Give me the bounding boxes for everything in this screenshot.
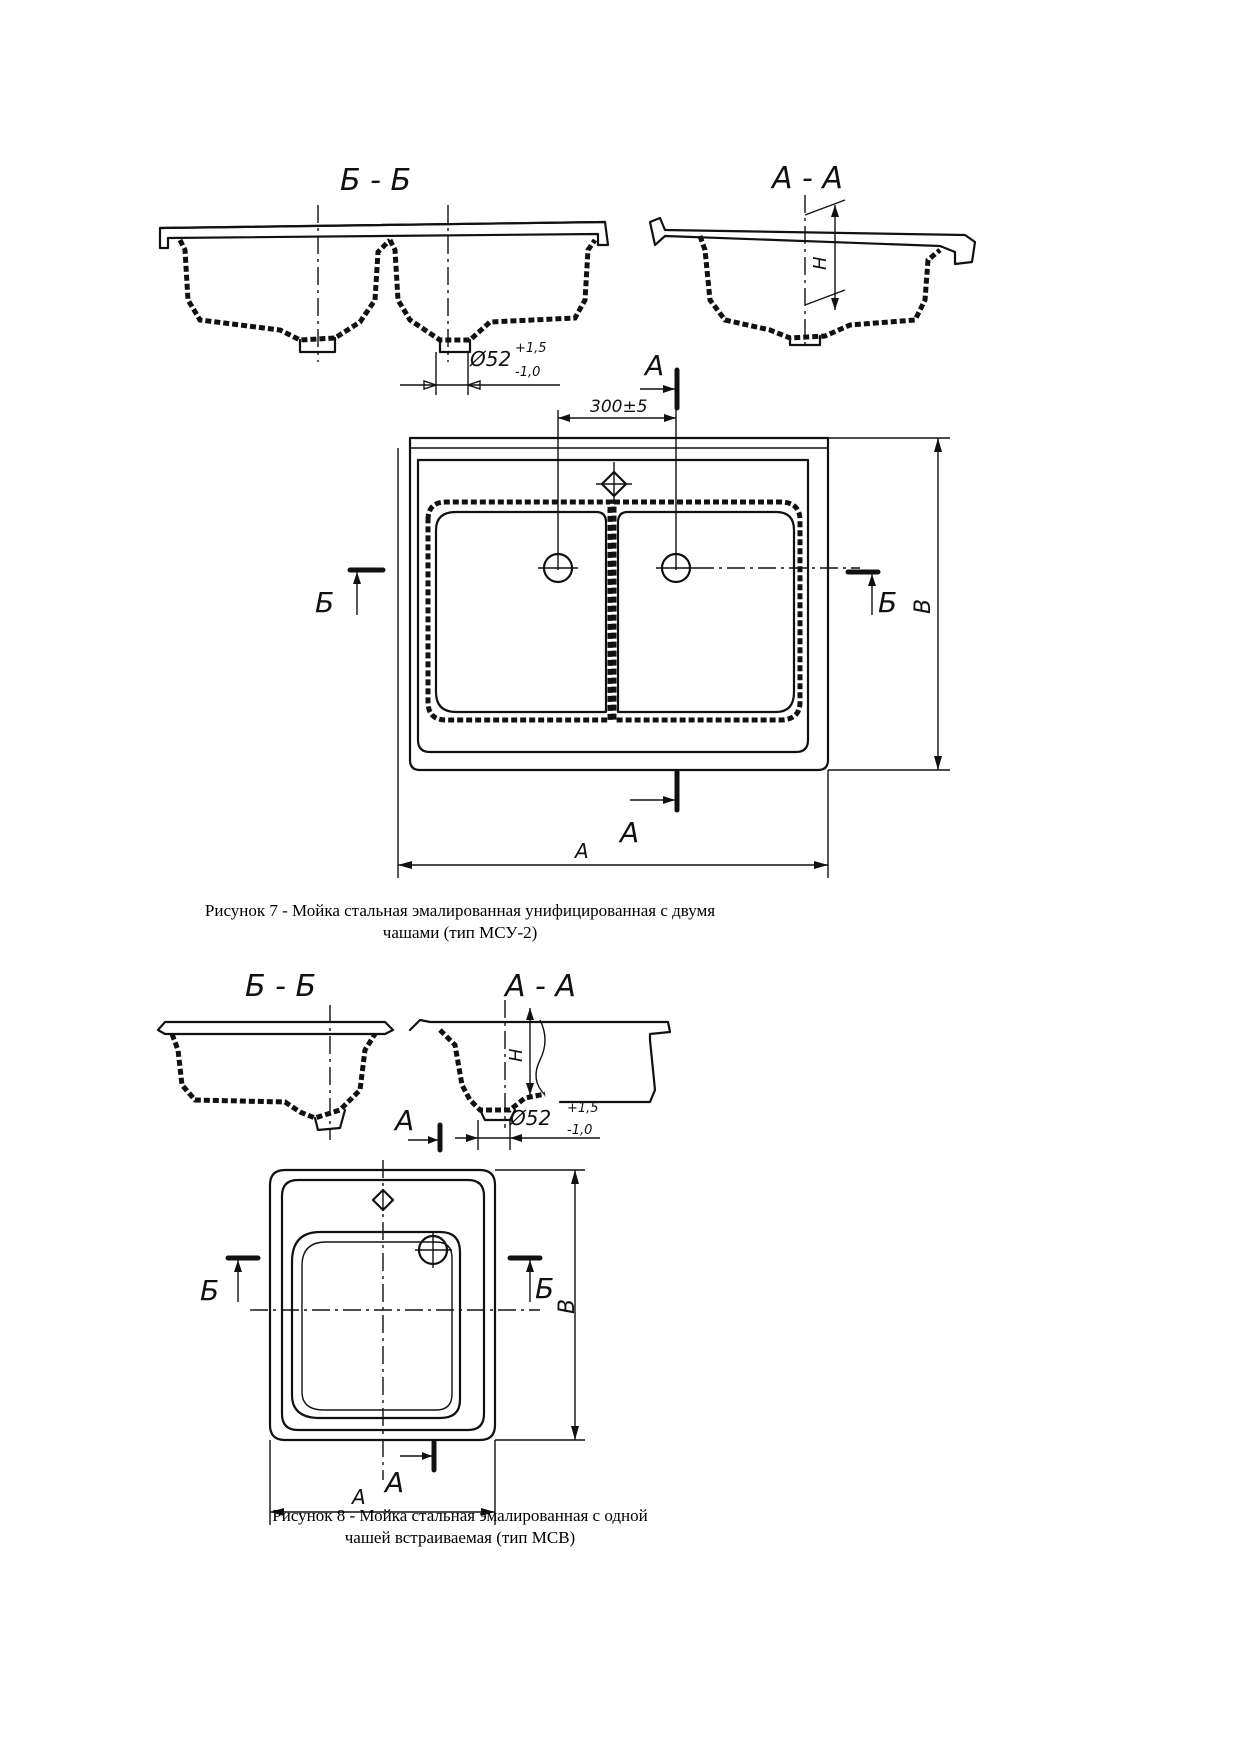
- figure8-section-aa-label: А - А: [503, 969, 576, 1004]
- figure7-cut-a-bottom: А: [618, 816, 639, 849]
- figure8-cut-b-left: Б: [200, 1274, 219, 1307]
- figure8-caption-line1: Рисунок 8 - Мойка стальная эмалированная…: [272, 1506, 648, 1525]
- figure7-section-aa-label: А - А: [770, 161, 843, 196]
- figure8-diameter-lower: -1,0: [567, 1123, 592, 1138]
- figure7-h-label: H: [810, 256, 831, 270]
- figure7-dim-a-label: А: [573, 839, 589, 863]
- figure7-caption: Рисунок 7 - Мойка стальная эмалированная…: [120, 900, 800, 944]
- figure7-caption-line2: чашами (тип МСУ-2): [382, 923, 538, 942]
- figure7-drawing: Б - Б Ø52 +1,5 -1,0 А - А: [158, 161, 977, 878]
- figure8-drawing: Б - Б А - А H Ø52 +1,5 -1,0 А: [156, 969, 672, 1525]
- figure7-diameter-label: Ø52: [469, 347, 511, 371]
- figure7-cut-a-top: А: [643, 349, 664, 382]
- figure7-diameter-lower: -1,0: [515, 365, 540, 380]
- figure8-diameter-label: Ø52: [509, 1106, 551, 1130]
- figure7-cut-b-right: Б: [878, 586, 897, 619]
- figure7-section-aa: А - А H: [648, 161, 977, 350]
- figure7-diameter-upper: +1,5: [515, 341, 547, 356]
- figure8-diameter-upper: +1,5: [567, 1101, 599, 1116]
- figure8-caption-line2: чашей встраиваемая (тип МСВ): [344, 1528, 576, 1547]
- figure8-caption: Рисунок 8 - Мойка стальная эмалированная…: [180, 1505, 740, 1549]
- figure8-section-bb: Б - Б: [156, 969, 395, 1140]
- figure8-section-aa: А - А H Ø52 +1,5 -1,0 А: [393, 969, 672, 1153]
- figure8-cut-a-bottom: А: [383, 1466, 404, 1499]
- figure7-caption-line1: Рисунок 7 - Мойка стальная эмалированная…: [204, 901, 716, 920]
- figure7-plan-view: А 300±5: [315, 349, 950, 878]
- figure7-section-bb: Б - Б Ø52 +1,5 -1,0: [158, 163, 610, 395]
- figure8-dim-b-label: В: [555, 1299, 580, 1314]
- figure7-dim-b-label: В: [911, 599, 936, 614]
- figure8-cut-b-right: Б: [535, 1272, 554, 1305]
- figure8-dim-a-label: А: [350, 1485, 366, 1509]
- figure7-spacing-label: 300±5: [590, 397, 648, 417]
- figure8-section-bb-label: Б - Б: [245, 969, 316, 1004]
- figure8-cut-a-top: А: [393, 1104, 414, 1137]
- figure7-cut-b-left: Б: [315, 586, 334, 619]
- figure8-h-label: H: [506, 1048, 527, 1062]
- figure7-section-bb-label: Б - Б: [340, 163, 411, 198]
- figure8-plan-view: Б Б А А В: [200, 1160, 585, 1525]
